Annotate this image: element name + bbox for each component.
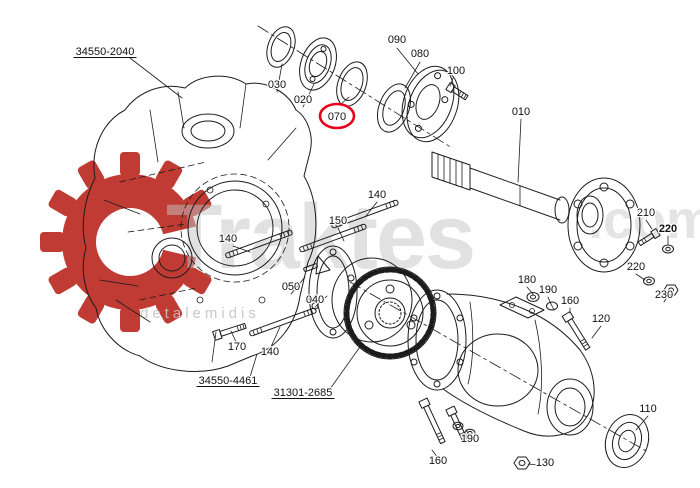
plug-130 <box>513 456 531 470</box>
ref-34550-4461-label[interactable]: 34550-4461 <box>197 374 258 389</box>
stud-140-left <box>225 229 293 259</box>
leader-lines <box>129 47 670 466</box>
part-140-top-label[interactable]: 140 <box>367 188 388 203</box>
part-070-label[interactable]: 070 <box>327 110 348 125</box>
washer-220-upper <box>662 244 674 254</box>
part-030-label[interactable]: 030 <box>267 78 288 93</box>
part-190-bottom-label[interactable]: 190 <box>460 432 481 447</box>
part-160-right-label[interactable]: 160 <box>560 294 581 309</box>
part-230-label[interactable]: 230 <box>654 288 675 303</box>
axle-case-120 <box>407 289 595 437</box>
ref-34550-2040-label[interactable]: 34550-2040 <box>74 45 135 60</box>
axle-shaft-010 <box>431 151 641 273</box>
bearing-020 <box>299 37 337 91</box>
nut-230 <box>663 284 679 296</box>
stud-140-bottom <box>249 307 317 337</box>
washer-220-lower <box>643 276 655 286</box>
brake-gear-assembly <box>331 257 437 360</box>
part-220-lower-label[interactable]: 220 <box>626 260 647 275</box>
part-180-label[interactable]: 180 <box>517 273 538 288</box>
part-140-bottom-label[interactable]: 140 <box>260 345 281 360</box>
part-040-label[interactable]: 040 <box>305 293 326 308</box>
part-150-label[interactable]: 150 <box>328 214 349 229</box>
watermark: Traktes .com detalemidis <box>40 152 700 332</box>
bearing-case-090 <box>401 65 460 143</box>
part-210-label[interactable]: 210 <box>636 206 657 221</box>
part-140-left-label[interactable]: 140 <box>218 232 239 247</box>
part-080-label[interactable]: 080 <box>410 47 431 62</box>
part-130-label[interactable]: 130 <box>535 456 556 471</box>
axis-line-seals <box>257 25 453 149</box>
bolt-160-right <box>561 311 591 351</box>
stud-150 <box>299 223 367 253</box>
part-160-bottom-label[interactable]: 160 <box>428 454 449 469</box>
spring-washer-190-right <box>546 301 558 311</box>
highlight-circle <box>318 102 356 130</box>
stud-140-top <box>331 199 399 229</box>
bolt-210 <box>637 228 661 247</box>
part-220-upper-label[interactable]: 220 <box>658 222 679 237</box>
bolt-190-bottom <box>418 397 446 445</box>
ring-080 <box>377 83 411 133</box>
washer-bottom-a <box>452 421 464 431</box>
part-090-label[interactable]: 090 <box>387 33 408 48</box>
bolt-160-bottom <box>445 405 469 444</box>
part-010-label[interactable]: 010 <box>511 105 532 120</box>
part-120-label[interactable]: 120 <box>591 312 612 327</box>
part-050-label[interactable]: 050 <box>281 280 302 295</box>
part-100-label[interactable]: 100 <box>446 64 467 79</box>
part-170-label[interactable]: 170 <box>227 340 248 355</box>
part-110-label[interactable]: 110 <box>638 402 658 417</box>
watermark-subtitle-text: detalemidis <box>140 305 260 322</box>
bearing-110 <box>604 414 650 468</box>
exploded-view-art <box>82 25 679 470</box>
axis-line-case <box>349 281 649 453</box>
part-020-label[interactable]: 020 <box>293 93 314 108</box>
oil-seal-030 <box>266 26 296 68</box>
bolt-100 <box>445 82 469 101</box>
part-190-right-label[interactable]: 190 <box>538 283 559 298</box>
washer-180 <box>526 292 540 302</box>
watermark-brand-text: Traktes <box>166 186 474 288</box>
bolt-170 <box>212 322 247 341</box>
ref-31301-2685-label[interactable]: 31301-2685 <box>272 386 333 401</box>
transmission-housing <box>82 75 317 372</box>
watermark-domain-text: .com <box>588 190 700 250</box>
seal-070-highlighted-part <box>336 61 368 107</box>
